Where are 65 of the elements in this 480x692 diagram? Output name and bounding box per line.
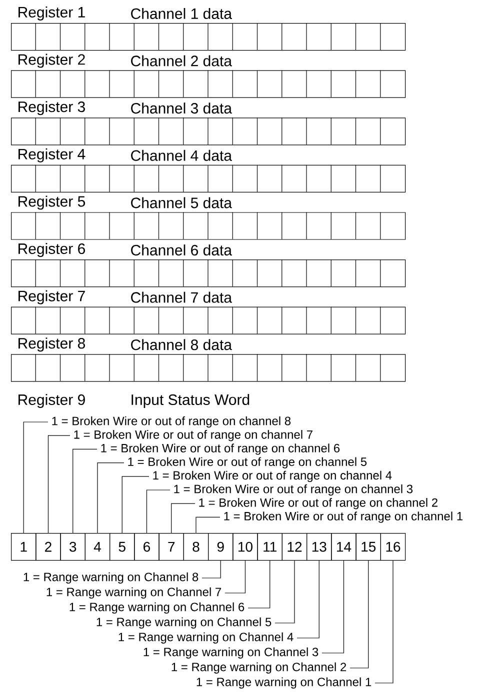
register-description: Channel 7 data xyxy=(131,292,232,303)
register-heading: Register 6 xyxy=(18,243,85,257)
bit-cell: 14 xyxy=(331,533,356,561)
leader-line xyxy=(48,435,70,534)
bit-cell: 13 xyxy=(306,533,332,561)
annotation-text: 1 = Range warning on Channel 5 xyxy=(96,617,272,629)
register-heading: Register 1 xyxy=(18,6,85,20)
register-description: Channel 6 data xyxy=(131,244,232,256)
leader-line xyxy=(350,560,369,668)
annotation-text: 1 = Range warning on Channel 6 xyxy=(70,602,244,614)
leader-line xyxy=(23,422,48,534)
bit-cell: 8 xyxy=(183,533,209,561)
register-heading: Register 9 xyxy=(18,394,85,408)
annotation-text: 1 = Range warning on Channel 2 xyxy=(172,662,346,674)
bit-cell: 1 xyxy=(11,533,36,561)
register-description: Channel 2 data xyxy=(131,55,232,66)
leader-line xyxy=(274,560,295,624)
leader-line xyxy=(122,476,150,534)
annotation-text: 1 = Broken Wire or out of range on channel 1 xyxy=(224,512,462,523)
register-heading: Register 2 xyxy=(18,54,85,68)
bit-cell: 15 xyxy=(356,533,381,561)
register-description: Channel 8 data xyxy=(131,339,232,350)
bit-cell: 5 xyxy=(110,533,135,561)
bit-cell: 9 xyxy=(208,533,234,561)
register-heading: Register 4 xyxy=(18,148,86,162)
leader-line xyxy=(202,560,221,578)
annotation-text: 1 = Broken Wire or out of range on channel 4 xyxy=(153,470,392,482)
leader-line xyxy=(196,516,220,534)
register-heading: Register 3 xyxy=(18,101,85,116)
annotation-text: 1 = Broken Wire or out of range on channel 3 xyxy=(174,484,413,496)
bit-cell: 16 xyxy=(380,533,406,561)
bit-cell: 2 xyxy=(36,533,61,561)
annotation-text: 1 = Range warning on Channel 7 xyxy=(46,587,222,599)
annotation-text: 1 = Broken Wire or out of range on channel 6 xyxy=(101,444,340,455)
leader-line xyxy=(72,448,98,534)
leader-line xyxy=(224,560,246,594)
register-heading: Register 7 xyxy=(18,290,85,304)
annotation-text: 1 = Broken Wire or out of range on channel 8 xyxy=(52,416,291,428)
bit-cell: 6 xyxy=(134,533,160,561)
leader-line xyxy=(322,560,344,654)
leader-line xyxy=(248,560,270,608)
leader-line xyxy=(171,503,196,534)
annotation-text: 1 = Broken Wire or out of range on channel 5 xyxy=(128,457,367,468)
annotation-text: 1 = Range warning on Channel 3 xyxy=(144,647,318,659)
register-heading: Register 8 xyxy=(18,338,85,352)
register-description: Channel 4 data xyxy=(131,150,232,161)
annotation-text: 1 = Range warning on Channel 4 xyxy=(118,632,294,644)
leader-line xyxy=(374,560,394,684)
annotation-text: 1 = Broken Wire or out of range on channel 2 xyxy=(199,498,438,510)
register-description: Channel 1 data xyxy=(131,8,232,19)
annotation-text: 1 = Range warning on Channel 8 xyxy=(24,572,198,584)
annotation-text: 1 = Broken Wire or out of range on channel 7 xyxy=(74,430,312,442)
register-description: Channel 5 data xyxy=(131,197,232,208)
bit-cell: 4 xyxy=(84,533,110,561)
register-heading: Register 5 xyxy=(18,196,86,210)
leader-line xyxy=(146,490,170,534)
bit-cell: 10 xyxy=(232,533,258,561)
register-description: Channel 3 data xyxy=(131,102,232,114)
bit-cell: 12 xyxy=(282,533,308,561)
bit-cell: 3 xyxy=(60,533,86,561)
leader-line xyxy=(296,560,320,638)
leader-line xyxy=(97,462,124,534)
bit-cell: 7 xyxy=(158,533,184,561)
annotation-text: 1 = Range warning on Channel 1 xyxy=(196,677,372,689)
bit-cell: 11 xyxy=(257,533,282,561)
